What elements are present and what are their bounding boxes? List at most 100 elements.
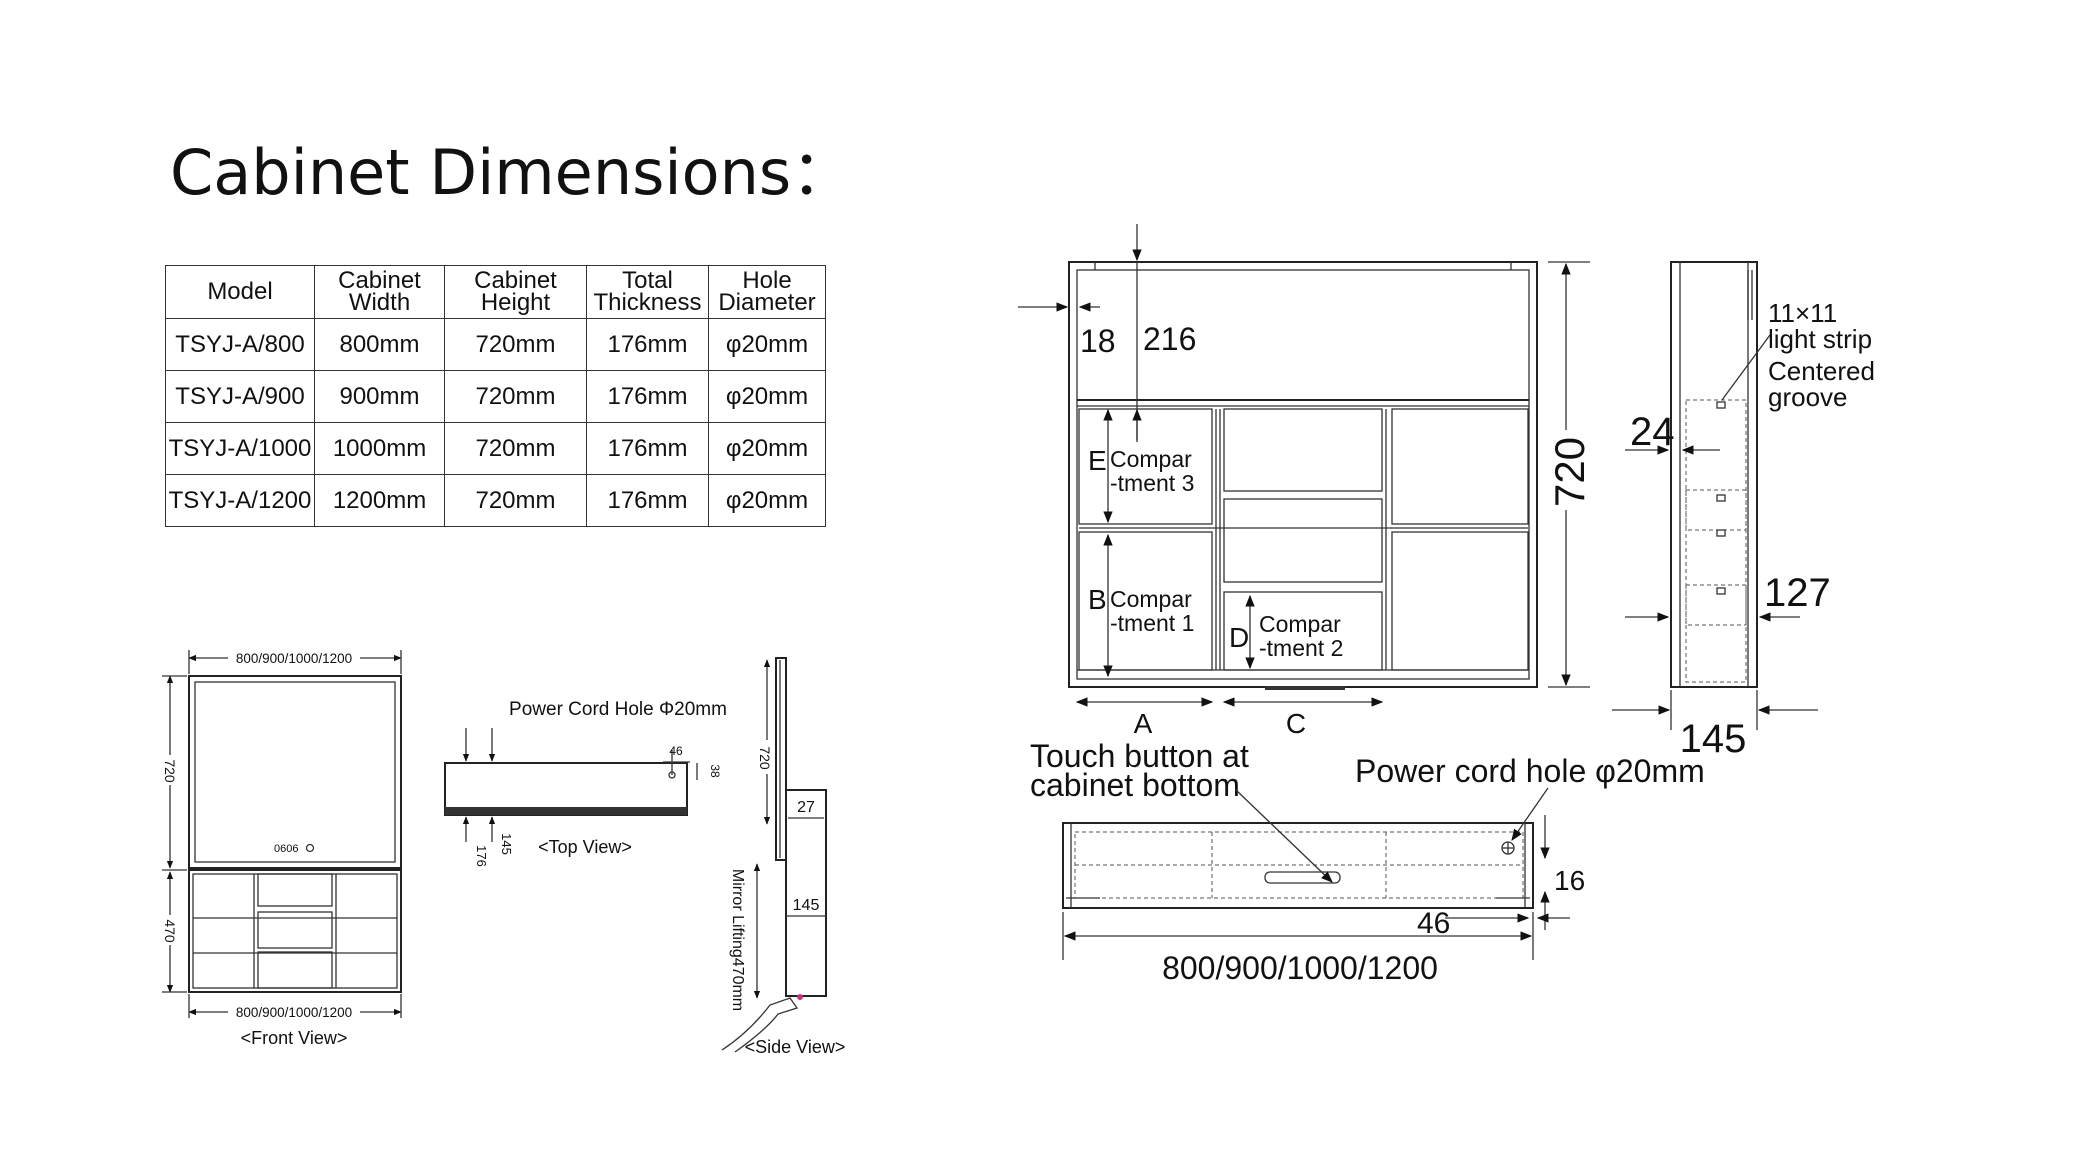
top-dim-145: 145: [499, 833, 514, 855]
side-section-detail: 11×11 light strip Centered groove 24 127…: [1612, 261, 1875, 761]
table-row: TSYJ-A/1200 1200mm 720mm 176mm φ20mm: [165, 474, 826, 527]
cell-hole: φ20mm: [708, 422, 826, 475]
bottom-frame: [1062, 822, 1534, 909]
display-readout: 0606: [274, 843, 298, 855]
top-dim-38: 38: [708, 764, 722, 778]
touch-label-1: Touch button at: [1030, 738, 1249, 774]
dim-720: 720: [1546, 437, 1593, 507]
strip-label-1: 11×11: [1768, 298, 1837, 328]
page-title: Cabinet Dimensions：: [170, 136, 854, 209]
mirror-outer-frame: [188, 675, 402, 869]
groove-label-2: groove: [1768, 382, 1848, 412]
lower-cabinet: [188, 869, 402, 993]
comp1-label-1: Compar: [1110, 586, 1192, 612]
touch-label-2: cabinet bottom: [1030, 767, 1240, 803]
front-width-top-label: 800/900/1000/1200: [236, 651, 352, 666]
cell-height: 720mm: [444, 474, 587, 527]
side-mirror: [775, 657, 787, 861]
top-dim-176: 176: [474, 845, 489, 867]
top-view-mirror-edge: [445, 807, 687, 815]
touch-strip: [1265, 686, 1345, 690]
middle-box-top: [1223, 408, 1383, 492]
touch-icon: [305, 843, 315, 853]
cell-hole: φ20mm: [708, 318, 826, 371]
header-model: Model: [165, 265, 315, 319]
top-view-caption: <Top View>: [538, 837, 632, 857]
side-dim-27: 27: [797, 799, 815, 816]
compartment-3: [1078, 408, 1213, 525]
cabinet-front-detail: 18 216 E Compar -tment 3 B Compar -tment…: [1018, 224, 1593, 739]
label-D: D: [1229, 622, 1249, 653]
cell-height: 720mm: [444, 422, 587, 475]
comp3-label-1: Compar: [1110, 446, 1192, 472]
cell-hole: φ20mm: [708, 474, 826, 527]
cabinet-bottom-view: Touch button at cabinet bottom Power cor…: [1030, 738, 1705, 986]
label-B: B: [1088, 584, 1107, 615]
cell-width: 1000mm: [314, 422, 445, 475]
dim-24: 24: [1630, 410, 1675, 454]
top-dim-46: 46: [669, 744, 683, 758]
bottom-width-label: 800/900/1000/1200: [1162, 950, 1438, 986]
middle-box-center: [1223, 498, 1383, 583]
cell-hole: φ20mm: [708, 370, 826, 423]
front-box-3: [257, 951, 333, 989]
side-dim-720: 720: [757, 746, 773, 770]
cell-model: TSYJ-A/1000: [165, 422, 315, 475]
front-box-1: [257, 873, 333, 907]
dim-127: 127: [1764, 571, 1831, 615]
side-inner-dashed: [1685, 399, 1747, 683]
front-height-470-label: 470: [162, 919, 178, 943]
cell-width: 1200mm: [314, 474, 445, 527]
cell-height: 720mm: [444, 318, 587, 371]
right-box-top: [1391, 408, 1529, 525]
strip-label-2: light strip: [1768, 324, 1872, 354]
front-view: 0606 800/900/1000/1200 800/900/1000/1200…: [154, 649, 402, 1048]
dim-216: 216: [1143, 321, 1196, 357]
label-C: C: [1286, 708, 1306, 739]
side-view: 720 27 145 Mirror Lifting470mm <Side Vie…: [721, 657, 846, 1057]
groove-label-1: Centered: [1768, 356, 1875, 386]
touch-indicator-icon: [797, 994, 803, 1000]
touch-button: [1264, 871, 1341, 884]
front-height-720-label: 720: [162, 759, 178, 783]
dim-18: 18: [1080, 323, 1116, 359]
cell-width: 900mm: [314, 370, 445, 423]
compartment-2: [1223, 591, 1383, 671]
light-strip-groove: [1716, 401, 1726, 409]
cell-model: TSYJ-A/900: [165, 370, 315, 423]
table-row: TSYJ-A/900 900mm 720mm 176mm φ20mm: [165, 370, 826, 423]
right-box-bottom: [1391, 531, 1529, 671]
cell-model: TSYJ-A/1200: [165, 474, 315, 527]
label-E: E: [1088, 445, 1107, 476]
comp2-label-2: -tment 2: [1259, 635, 1343, 661]
dim-16: 16: [1554, 865, 1585, 896]
top-power-cord-label: Power Cord Hole Φ20mm: [509, 699, 727, 720]
cell-model: TSYJ-A/800: [165, 318, 315, 371]
side-dim-145: 145: [793, 897, 820, 914]
comp3-label-2: -tment 3: [1110, 470, 1194, 496]
front-view-caption: <Front View>: [241, 1028, 348, 1048]
side-view-caption: <Side View>: [745, 1037, 846, 1057]
comp1-label-2: -tment 1: [1110, 610, 1194, 636]
front-box-2: [257, 911, 333, 949]
lower-cabinet-inner: [192, 873, 398, 989]
side-cabinet: [785, 789, 827, 997]
label-A: A: [1134, 708, 1153, 739]
dim-46-bottom: 46: [1417, 907, 1450, 940]
table-row: TSYJ-A/1000 1000mm 720mm 176mm φ20mm: [165, 422, 826, 475]
front-width-bottom-label: 800/900/1000/1200: [236, 1005, 352, 1020]
cabinet-inner-frame: [1076, 269, 1530, 680]
dim-145: 145: [1680, 717, 1747, 761]
cell-thickness: 176mm: [586, 370, 709, 423]
mirror-lifting-label: Mirror Lifting470mm: [729, 869, 746, 1011]
hand-icon: [721, 997, 799, 1053]
compartment-1: [1078, 531, 1213, 671]
cell-thickness: 176mm: [586, 474, 709, 527]
top-view: Power Cord Hole Φ20mm 46 38 176 145 <Top…: [444, 699, 727, 867]
